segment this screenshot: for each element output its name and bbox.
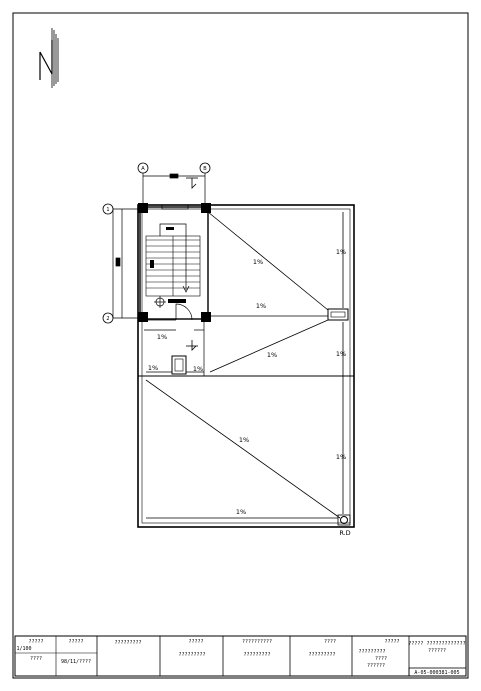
- slope-label: 1%: [336, 248, 346, 256]
- drain-label: R.D: [339, 529, 350, 537]
- sheet-label: ?????: [68, 639, 83, 645]
- slope-label: 1%: [157, 333, 167, 341]
- slope-label: 1%: [336, 453, 346, 461]
- stair-core: [139, 204, 209, 320]
- title-block-text: ????? 1/100 ????? ???? 98/11/???? ??????…: [16, 639, 465, 676]
- column: [138, 203, 148, 213]
- title-cell: ?????????: [243, 652, 270, 658]
- title-cell: ?????: [384, 639, 399, 645]
- section-marker-lower-icon: [186, 340, 198, 351]
- slope-label: 1%: [239, 436, 249, 444]
- slope-label: 1%: [236, 508, 246, 516]
- title-block: [14, 635, 467, 677]
- date-label: ????: [30, 656, 42, 662]
- scale-value: 1/100: [16, 646, 31, 652]
- section-marker-icon: [186, 177, 198, 189]
- title-cell: ????: [324, 639, 336, 645]
- drain-box-small: [171, 355, 187, 375]
- columns: [138, 203, 211, 322]
- title-cell: ?????????: [358, 649, 385, 655]
- door-swing: [144, 296, 205, 376]
- grid-bubble-1: 1: [102, 203, 114, 215]
- slope-label: 1%: [336, 350, 346, 358]
- column: [201, 203, 211, 213]
- title-cell: ????: [375, 656, 387, 662]
- grid-bubble-b: B: [199, 162, 211, 174]
- title-cell: ?????: [188, 639, 203, 645]
- slope-label: 1%: [253, 258, 263, 266]
- column: [138, 312, 148, 322]
- column: [201, 312, 211, 322]
- title-cell: ????? ?????????????: [408, 641, 465, 647]
- slope-label: 1%: [193, 365, 203, 373]
- slope-label: 1%: [256, 302, 266, 310]
- grid-label-a: A: [141, 166, 145, 172]
- title-cell: ?????????: [114, 640, 141, 646]
- title-cell: ??????: [367, 663, 385, 669]
- date-value: 98/11/????: [61, 659, 91, 665]
- grid-bubble-2: 2: [102, 312, 114, 324]
- title-cell: ?????????: [178, 652, 205, 658]
- grid-axes: [108, 170, 206, 319]
- grid-bubble-a: A: [137, 162, 149, 174]
- grid-label-b: B: [203, 166, 207, 172]
- title-cell: ?????????: [308, 652, 335, 658]
- north-arrow-icon: [39, 28, 59, 88]
- title-cell: ??????: [428, 648, 446, 654]
- roof-drain-icon: [337, 514, 351, 526]
- sheet-border: [12, 12, 469, 679]
- slope-label: 1%: [148, 364, 158, 372]
- slope-lines: [145, 211, 344, 519]
- drawing-number: A-05-000381-005: [414, 670, 459, 676]
- title-cell: ??????????: [242, 639, 272, 645]
- grid-label-1: 1: [106, 207, 109, 213]
- slope-labels: 1% 1% 1% 1% 1% 1% 1% 1% 1% 1% 1% R.D: [148, 248, 351, 537]
- drain-box-right: [327, 308, 349, 321]
- grid-label-2: 2: [106, 316, 109, 322]
- scale-label: ?????: [28, 639, 43, 645]
- roof-outline: [137, 204, 355, 528]
- slope-label: 1%: [267, 351, 277, 359]
